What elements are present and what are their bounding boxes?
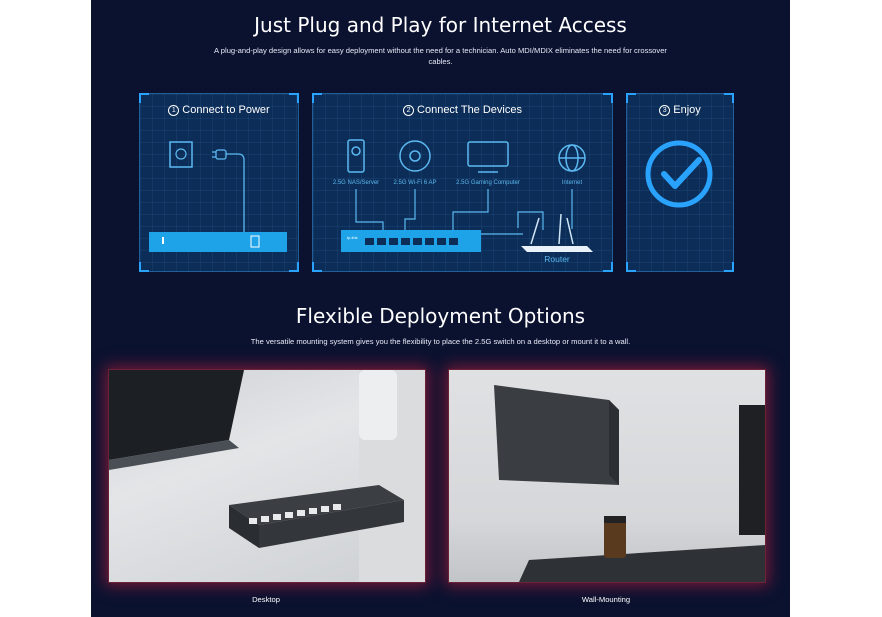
lamp-image bbox=[359, 370, 397, 440]
section-subtitle-plug-and-play: A plug-and-play design allows for easy d… bbox=[214, 46, 667, 66]
switch-brand-text: tp-link bbox=[347, 235, 358, 240]
power-plug-icon bbox=[212, 149, 245, 232]
switch-device bbox=[149, 232, 287, 252]
step-number: 2 bbox=[403, 105, 415, 116]
device-label-nas: 2.5G NAS/Server bbox=[332, 180, 380, 186]
switch-device bbox=[341, 230, 481, 252]
monitor-image bbox=[739, 405, 765, 535]
step-number: 3 bbox=[659, 105, 671, 116]
nas-server-icon bbox=[347, 139, 365, 173]
wall-mount-illustration bbox=[494, 385, 765, 582]
device-label-internet: Internet bbox=[561, 180, 583, 186]
router-icon bbox=[521, 213, 593, 252]
device-label-computer: 2.5G Gaming Computer bbox=[456, 180, 520, 186]
power-diagram bbox=[149, 141, 287, 252]
step-number: 1 bbox=[168, 105, 180, 116]
desktop-illustration bbox=[109, 370, 425, 582]
section-title-plug-and-play: Just Plug and Play for Internet Access bbox=[254, 13, 627, 37]
desktop-photo bbox=[108, 369, 426, 583]
switch-image bbox=[229, 485, 404, 525]
wall-mounting-photo bbox=[448, 369, 766, 583]
router-label: Router bbox=[544, 254, 570, 264]
wall-outlet-icon bbox=[169, 141, 193, 168]
mounted-switch-image bbox=[494, 385, 619, 485]
devices-diagram: tp-link bbox=[341, 139, 593, 252]
checkmark-icon bbox=[645, 140, 713, 208]
content-panel: Just Plug and Play for Internet Access A… bbox=[91, 0, 790, 617]
connection-lines bbox=[355, 189, 573, 235]
device-label-ap: 2.5G Wi-Fi 6 AP bbox=[393, 180, 437, 186]
section-subtitle-deployment: The versatile mounting system gives you … bbox=[250, 337, 631, 346]
desk-image bbox=[519, 545, 765, 582]
caption-desktop: Desktop bbox=[252, 595, 280, 604]
section-title-deployment: Flexible Deployment Options bbox=[295, 304, 586, 328]
jar-image bbox=[604, 520, 626, 558]
wifi-ap-icon bbox=[399, 140, 431, 172]
gaming-computer-icon bbox=[467, 141, 509, 167]
caption-wall-mounting: Wall-Mounting bbox=[581, 595, 631, 604]
laptop-image bbox=[109, 370, 244, 460]
